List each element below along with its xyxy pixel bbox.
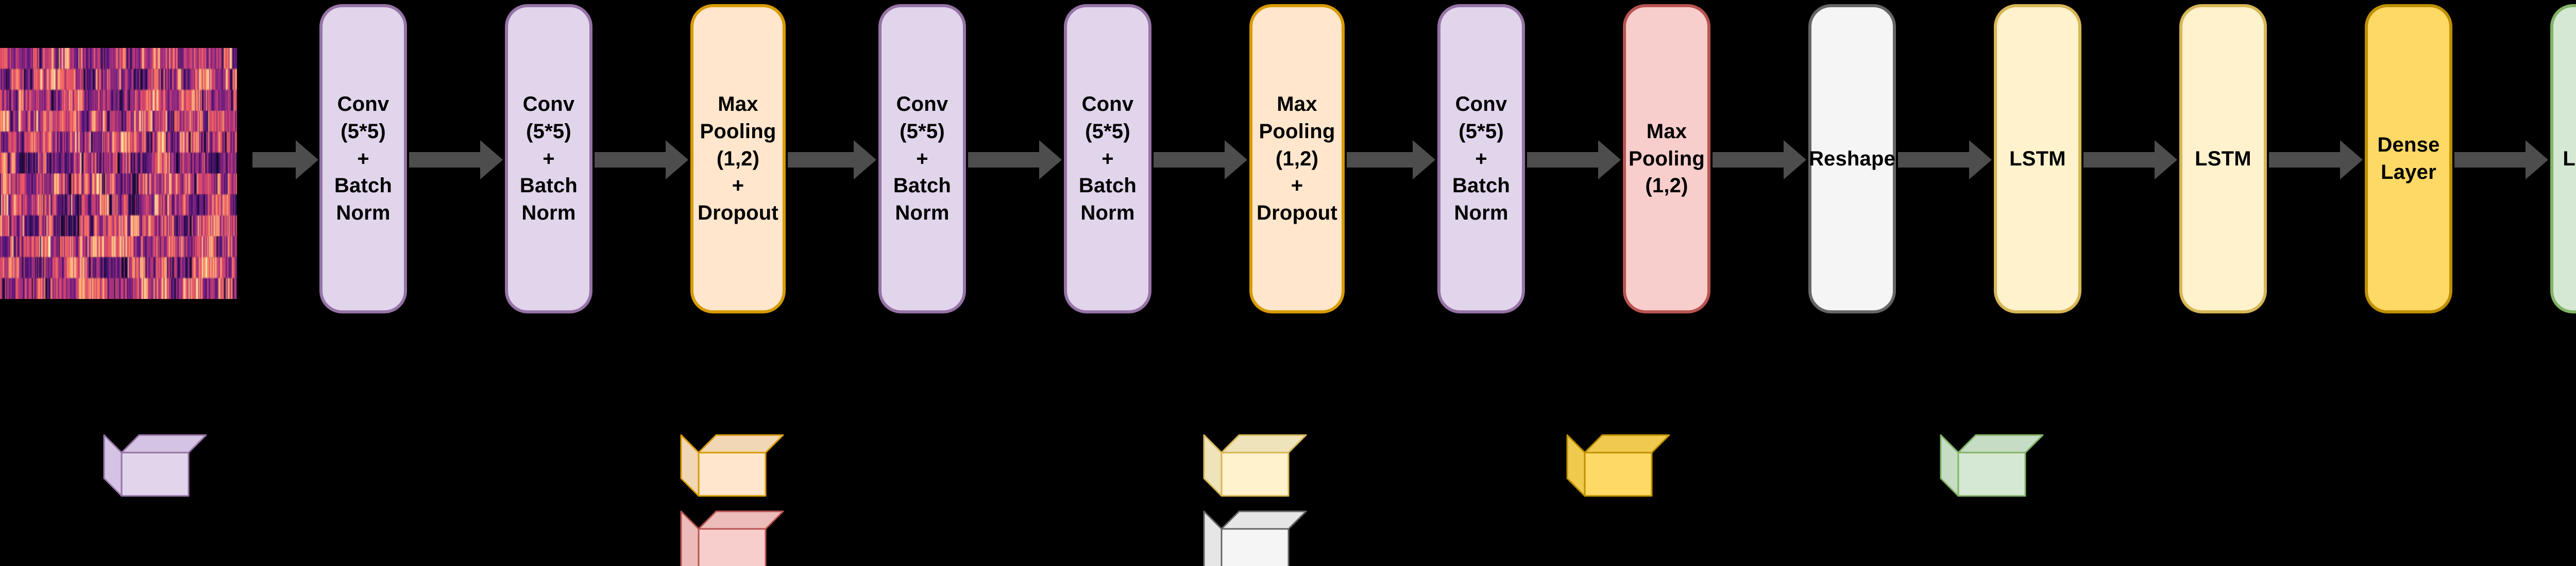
- arrow-head: [666, 140, 688, 179]
- arrow-2-icon: [595, 140, 688, 179]
- arrow-head: [1784, 140, 1806, 179]
- layer-pipeline: Conv (5*5) + Batch Norm Conv (5*5) + Batc…: [237, 0, 2576, 320]
- arrow-head: [1225, 140, 1247, 179]
- cuboid-maxpool-2-shape: [680, 510, 784, 566]
- layer-block-conv-3[interactable]: Conv (5*5) + Batch Norm: [878, 4, 966, 313]
- arrow-4-icon: [968, 140, 1062, 179]
- arrow-head: [854, 140, 876, 179]
- arrow-head: [2155, 140, 2177, 179]
- arrow-shaft: [788, 152, 854, 168]
- arrow-shaft: [1347, 152, 1413, 168]
- layer-block-conv-5[interactable]: Conv (5*5) + Batch Norm: [1437, 4, 1525, 313]
- layer-block-maxpool-2[interactable]: Max Pooling (1,2) + Dropout: [1249, 4, 1345, 313]
- arrow-11-icon: [2269, 140, 2363, 179]
- layer-block-conv-1[interactable]: Conv (5*5) + Batch Norm: [319, 4, 407, 313]
- spectrogram-canvas: [0, 48, 237, 299]
- cuboid-dense-shape: [1566, 434, 1670, 497]
- arrow-8-icon: [1713, 140, 1806, 179]
- layer-block-dense-layer[interactable]: Dense Layer: [2365, 4, 2452, 313]
- arrow-head: [2526, 140, 2548, 179]
- layer-block-conv-2[interactable]: Conv (5*5) + Batch Norm: [505, 4, 592, 313]
- layer-label-maxpool-2: Max Pooling (1,2) + Dropout: [1257, 93, 1337, 225]
- arrow-head: [1039, 140, 1062, 179]
- cuboid-maxpool: [680, 434, 784, 497]
- arrow-shaft: [1527, 152, 1598, 168]
- arrow-shaft: [2269, 152, 2340, 168]
- cuboid-reshape-shape: [1203, 510, 1307, 566]
- layer-label-maxpool-3: Max Pooling (1,2): [1628, 120, 1705, 197]
- arrow-shaft: [1154, 152, 1225, 168]
- arrow-3-icon: [788, 140, 876, 179]
- cuboid-lstm: [1203, 434, 1307, 497]
- layer-label-logits: Logits: [2563, 147, 2576, 170]
- arrow-shaft: [2083, 152, 2155, 168]
- arrow-shaft: [409, 152, 480, 168]
- layer-label-maxpool-1: Max Pooling (1,2) + Dropout: [698, 93, 778, 225]
- layer-label-conv-5: Conv (5*5) + Batch Norm: [1452, 93, 1511, 225]
- cuboid-conv-shape: [103, 434, 207, 497]
- tensor-legend: [0, 320, 2576, 566]
- arrow-shaft: [1713, 152, 1784, 168]
- arrow-9-icon: [1898, 140, 1992, 179]
- cuboid-logits-shape: [1940, 434, 2044, 497]
- arrow-1-icon: [409, 140, 503, 179]
- layer-label-lstm-2: LSTM: [2195, 147, 2251, 170]
- arrow-head: [480, 140, 503, 179]
- layer-block-lstm-2[interactable]: LSTM: [2179, 4, 2267, 313]
- arrow-shaft: [595, 152, 666, 168]
- arrow-input-conv1-icon: [252, 140, 318, 179]
- layer-label-conv-4: Conv (5*5) + Batch Norm: [1078, 93, 1137, 225]
- arrow-7-icon: [1527, 140, 1621, 179]
- arrow-shaft: [968, 152, 1039, 168]
- layer-block-maxpool-1[interactable]: Max Pooling (1,2) + Dropout: [690, 4, 786, 313]
- layer-label-conv-2: Conv (5*5) + Batch Norm: [519, 93, 578, 225]
- cuboid-lstm-shape: [1203, 434, 1307, 497]
- arrow-shaft: [252, 152, 296, 168]
- layer-block-logits[interactable]: Logits: [2550, 4, 2576, 313]
- cuboid-dense: [1566, 434, 1670, 497]
- layer-block-reshape[interactable]: Reshape: [1808, 4, 1896, 313]
- layer-block-maxpool-3[interactable]: Max Pooling (1,2): [1623, 4, 1710, 313]
- arrow-head: [1969, 140, 1992, 179]
- layer-block-lstm-1[interactable]: LSTM: [1994, 4, 2081, 313]
- arrow-head: [1598, 140, 1621, 179]
- arrow-12-icon: [2454, 140, 2548, 179]
- cuboid-conv: [103, 434, 207, 497]
- arrow-head: [296, 140, 318, 179]
- arrow-head: [1413, 140, 1435, 179]
- input-spectrogram: [0, 48, 237, 299]
- layer-label-dense-layer: Dense Layer: [2377, 134, 2440, 184]
- arrow-head: [2340, 140, 2363, 179]
- layer-label-reshape: Reshape: [1808, 147, 1896, 170]
- cuboid-maxpool-2: [680, 510, 784, 566]
- arrow-5-icon: [1154, 140, 1247, 179]
- arrow-shaft: [2454, 152, 2526, 168]
- layer-label-conv-1: Conv (5*5) + Batch Norm: [334, 93, 393, 225]
- layer-label-conv-3: Conv (5*5) + Batch Norm: [893, 93, 952, 225]
- arrow-shaft: [1898, 152, 1969, 168]
- arrow-10-icon: [2083, 140, 2177, 179]
- layer-block-conv-4[interactable]: Conv (5*5) + Batch Norm: [1064, 4, 1151, 313]
- layer-label-lstm-1: LSTM: [2009, 147, 2066, 170]
- cuboid-logits: [1940, 434, 2044, 497]
- cuboid-maxpool-shape: [680, 434, 784, 497]
- arrow-6-icon: [1347, 140, 1435, 179]
- cuboid-reshape: [1203, 510, 1307, 566]
